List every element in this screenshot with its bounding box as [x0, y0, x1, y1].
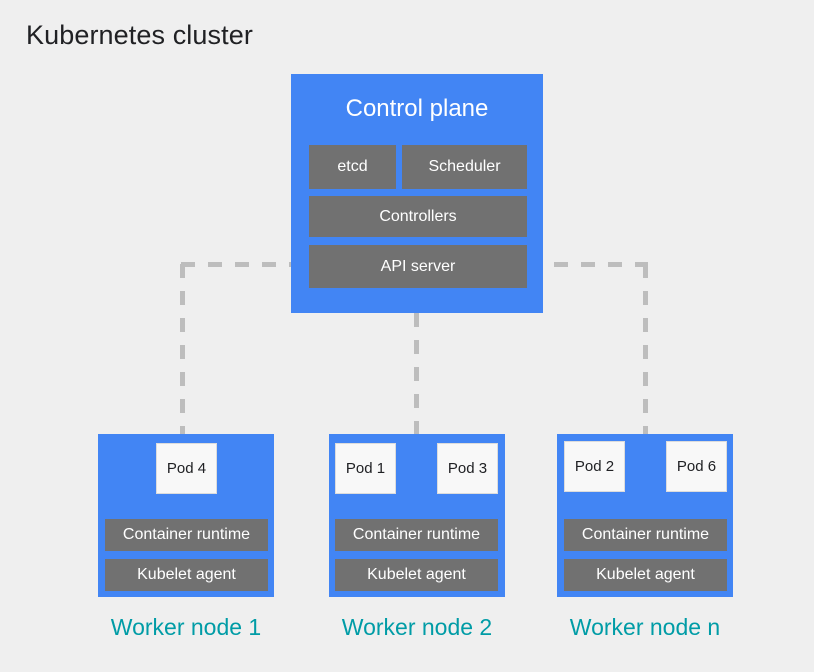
control-plane-component-controllers[interactable]: Controllers [309, 196, 527, 237]
worker-node-n-label: Worker node n [569, 614, 721, 640]
worker-node-1-label: Worker node 1 [110, 614, 262, 640]
control-plane-component-etcd[interactable]: etcd [309, 145, 396, 189]
worker-node-2-label: Worker node 2 [341, 614, 493, 640]
worker-node-2-container-runtime[interactable]: Container runtime [335, 519, 498, 551]
control-plane-title: Control plane [345, 95, 489, 122]
worker-node-2-kubelet-agent[interactable]: Kubelet agent [335, 559, 498, 591]
worker-node-n-kubelet-agent[interactable]: Kubelet agent [564, 559, 727, 591]
worker-node-1-pod-4[interactable]: Pod 4 [156, 443, 217, 494]
worker-node-2-pod-3[interactable]: Pod 3 [437, 443, 498, 494]
page-title: Kubernetes cluster [26, 20, 253, 50]
worker-node-1-container-runtime[interactable]: Container runtime [105, 519, 268, 551]
control-plane-component-api-server[interactable]: API server [309, 245, 527, 288]
worker-node-n-pod-2[interactable]: Pod 2 [564, 441, 625, 492]
worker-node-1-kubelet-agent[interactable]: Kubelet agent [105, 559, 268, 591]
worker-node-n-pod-6[interactable]: Pod 6 [666, 441, 727, 492]
control-plane-component-scheduler[interactable]: Scheduler [402, 145, 527, 189]
worker-node-2-pod-1[interactable]: Pod 1 [335, 443, 396, 494]
worker-node-n-container-runtime[interactable]: Container runtime [564, 519, 727, 551]
